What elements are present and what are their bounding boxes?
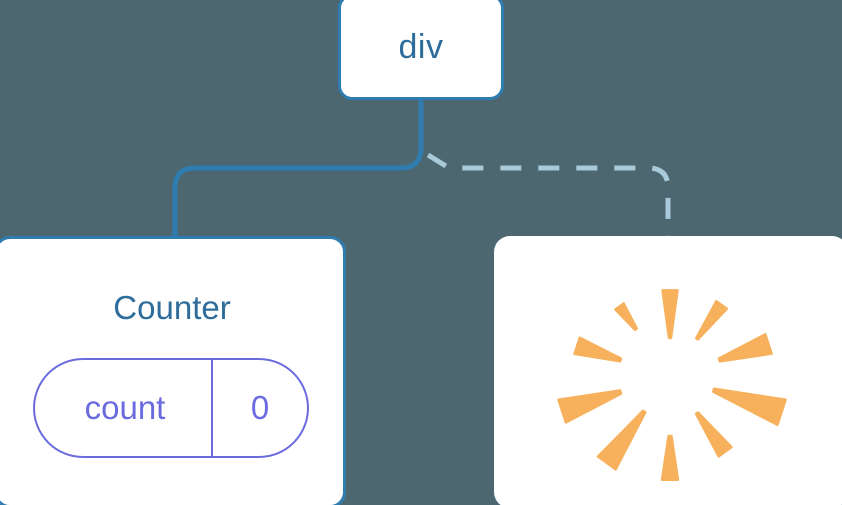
state-badge-key: count — [84, 389, 166, 426]
node-counter[interactable]: Counter count 0 — [0, 236, 346, 505]
node-counter-body: Counter count 0 — [0, 239, 343, 505]
spinner-wedge-1 — [694, 299, 729, 341]
spinner-wedge-4 — [694, 411, 733, 458]
spinner-wedge-5 — [660, 434, 680, 481]
state-badge-value: 0 — [211, 359, 307, 456]
spinner-wedge-2 — [717, 333, 773, 363]
spinner-wedge-3 — [712, 387, 787, 426]
spinner-wedge-7 — [557, 389, 623, 424]
node-div-label: div — [398, 28, 444, 66]
state-badge-count[interactable]: count 0 — [33, 357, 309, 458]
spinner-wedge-9 — [614, 302, 638, 331]
edge-div-to-loading — [426, 152, 671, 238]
spinner-wedge-6 — [596, 409, 647, 471]
node-counter-title: Counter — [113, 288, 231, 326]
node-loading[interactable] — [494, 236, 842, 505]
spinner-wedge-0 — [661, 289, 679, 340]
node-div[interactable]: div — [338, 0, 504, 100]
sparkle-burst-spinner-icon — [557, 289, 787, 481]
spinner-wedge-8 — [573, 336, 623, 363]
edge-div-to-counter — [172, 100, 424, 238]
